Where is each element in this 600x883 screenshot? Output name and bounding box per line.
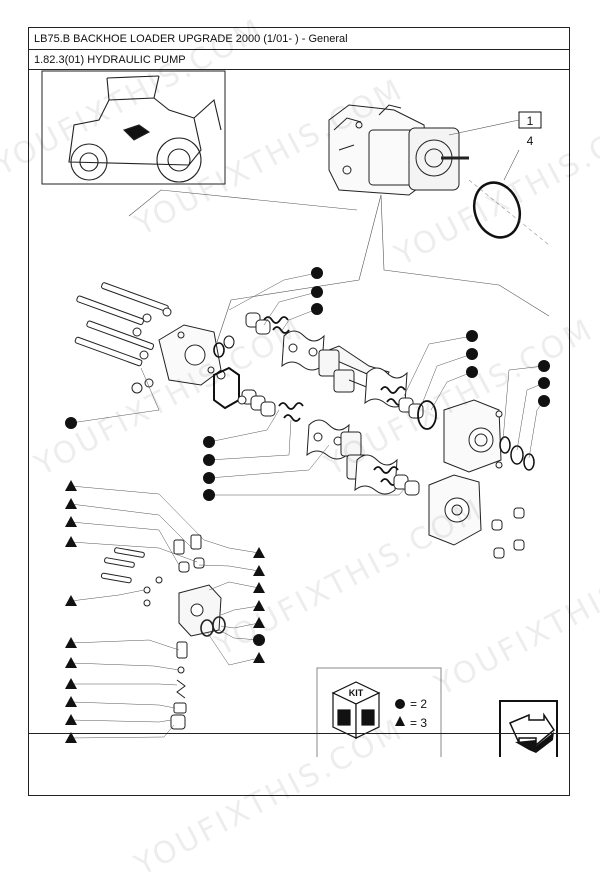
bushings-upper — [237, 312, 276, 417]
pump-assembly — [328, 104, 469, 196]
locator-leader — [128, 189, 358, 217]
rear-seals — [499, 436, 535, 471]
svg-text:4: 4 — [527, 134, 534, 148]
front-cover — [131, 324, 222, 394]
bolts-set — [74, 282, 172, 367]
rear-housing — [443, 399, 503, 473]
page-title: LB75.B BACKHOE LOADER UPGRADE 2000 (1/01… — [29, 28, 569, 50]
lower-cover — [428, 474, 525, 559]
page-frame: LB75.B BACKHOE LOADER UPGRADE 2000 (1/01… — [28, 27, 570, 796]
svg-text:1: 1 — [527, 114, 534, 128]
seal-rings-upper — [213, 335, 240, 410]
legend-triangle-icon — [395, 716, 405, 726]
next-page-arrow-icon[interactable] — [499, 700, 558, 757]
o-ring-part-4 — [472, 181, 522, 239]
figure8-plates — [281, 330, 350, 460]
wave-seals-upper — [263, 316, 304, 422]
exploded-diagram: 1 4 — [41, 70, 558, 757]
symbol-leaders — [70, 272, 545, 739]
triangle-symbol-icon — [65, 480, 265, 743]
leader-lines — [216, 194, 550, 343]
tractor-locator-icon — [41, 70, 226, 185]
section-title: 1.82.3(01) HYDRAULIC PUMP — [29, 50, 569, 70]
gear-shafts — [318, 345, 390, 480]
legend-circle-text: = 2 — [410, 697, 427, 711]
callout-part-4: 4 — [503, 134, 534, 181]
relief-valve-assembly — [100, 534, 226, 730]
kit-label: KIT — [349, 688, 364, 698]
footer-divider — [29, 733, 569, 734]
callout-part-1: 1 — [448, 111, 542, 136]
kit-legend: KIT = 2 = 3 — [316, 667, 442, 757]
o-ring-mid — [417, 400, 437, 430]
legend-circle-icon — [395, 699, 405, 709]
legend-triangle-text: = 3 — [410, 716, 427, 730]
bushings-right — [393, 397, 424, 496]
kit-box-icon — [331, 681, 381, 739]
